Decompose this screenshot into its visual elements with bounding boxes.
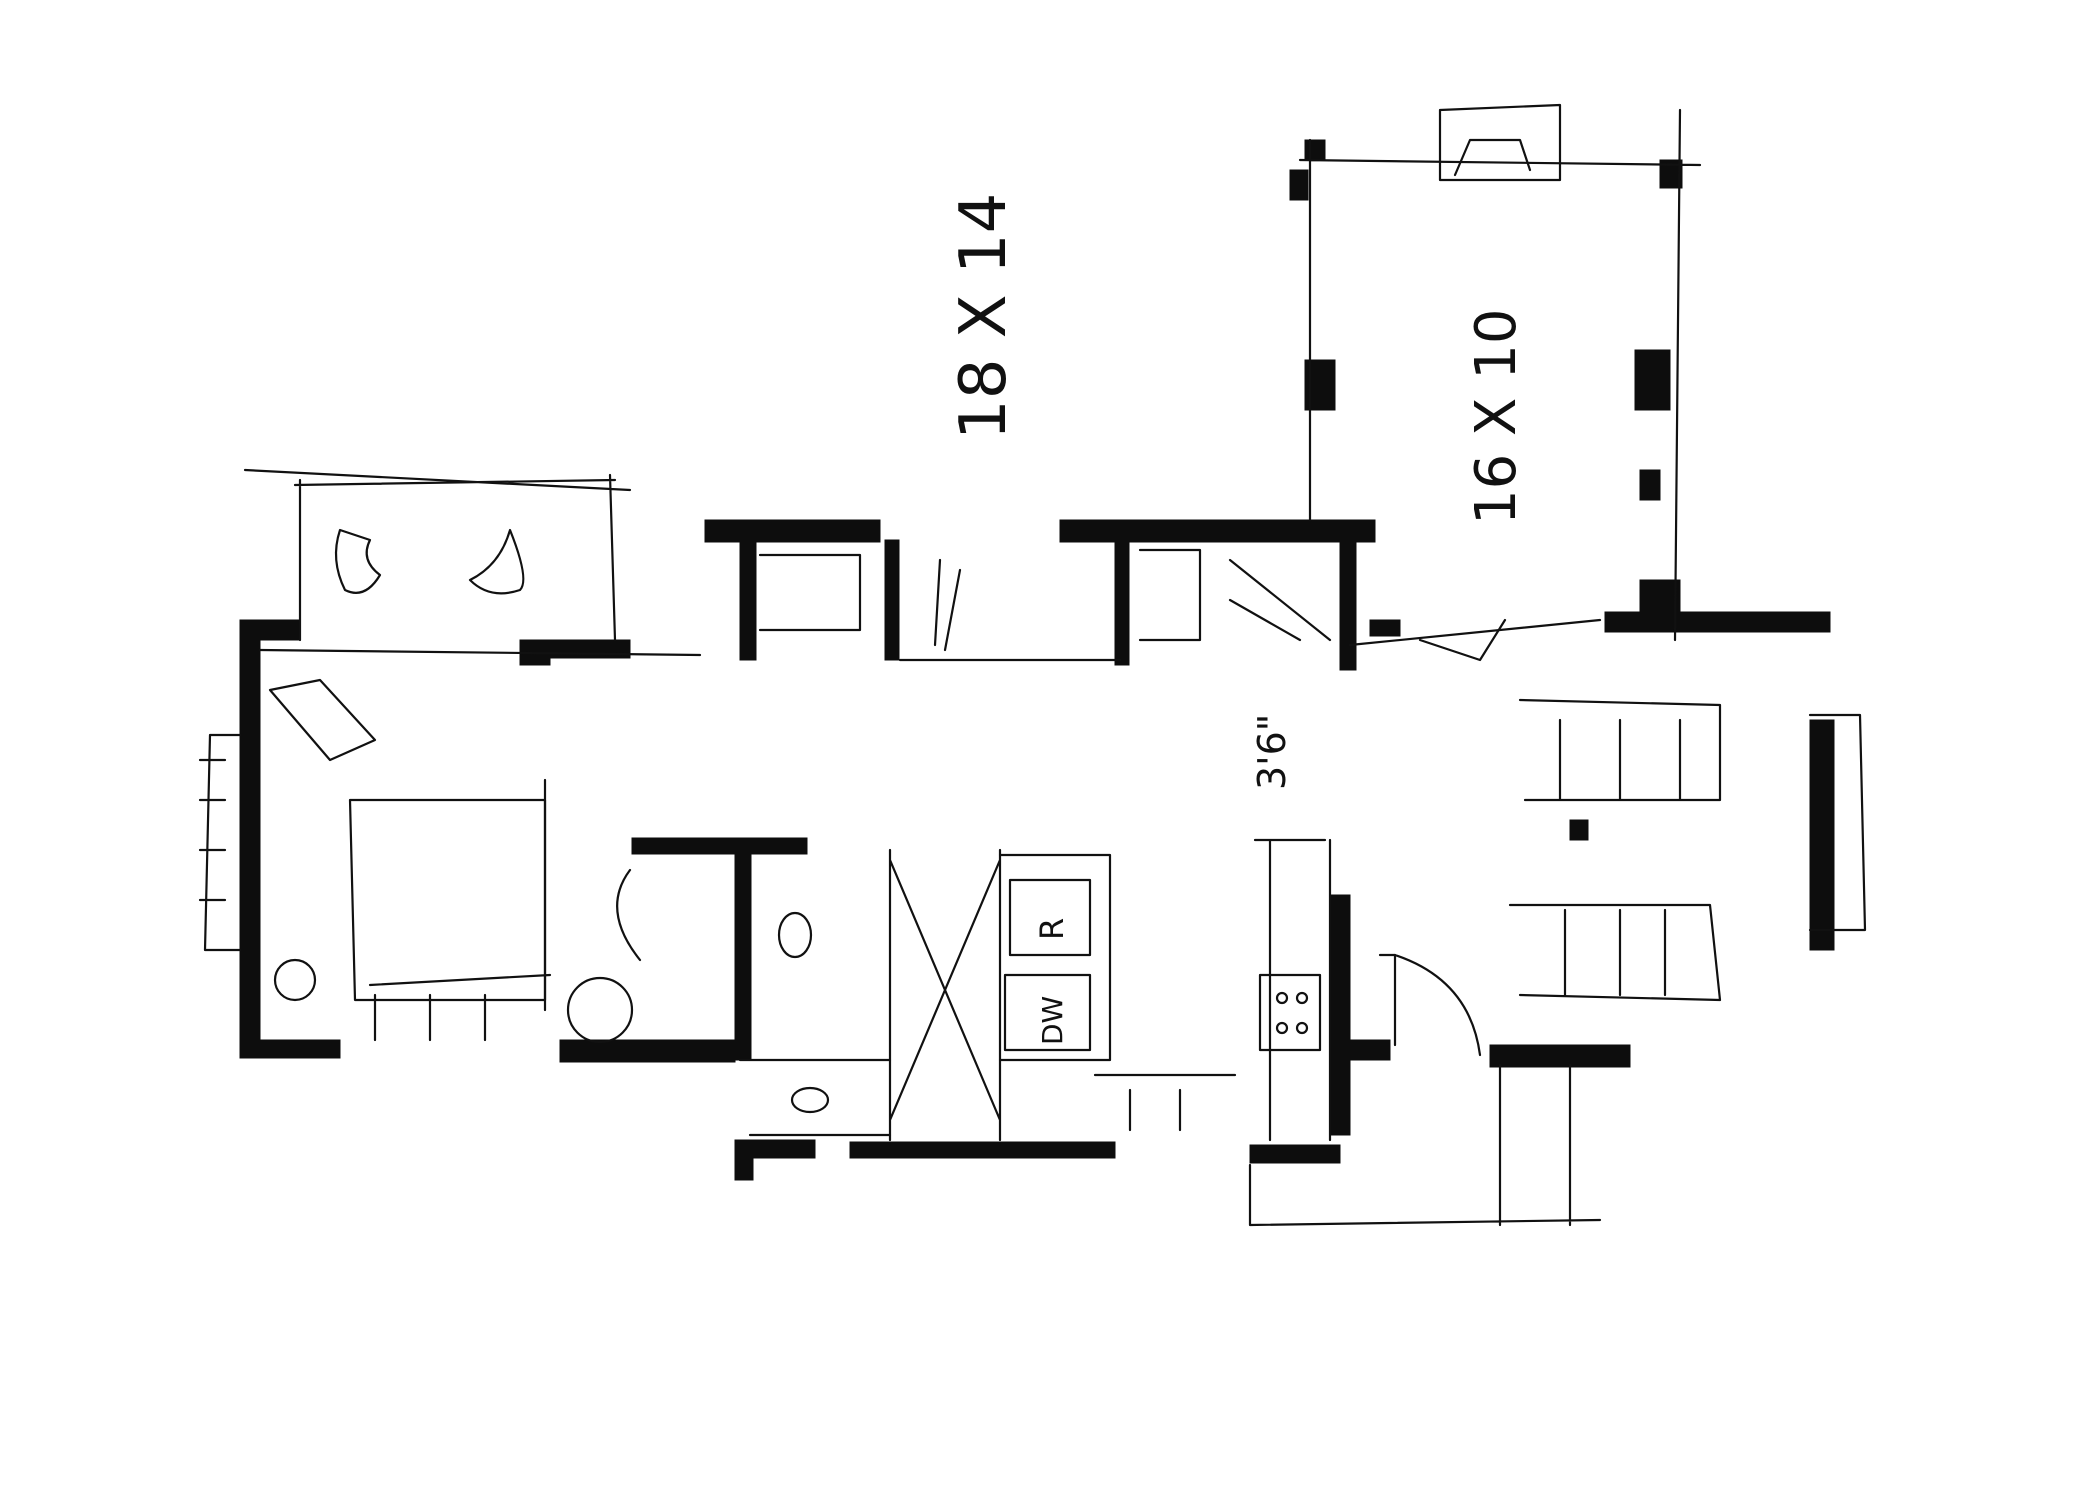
bottom-wall-seg <box>559 1039 736 1063</box>
kitchen-walls-thin <box>1253 838 1332 1142</box>
bath-corner <box>519 644 551 666</box>
bed-frame <box>348 798 547 1002</box>
sketch-lines <box>198 103 1867 1227</box>
stove-box <box>1258 973 1322 1052</box>
tub-round <box>566 976 634 1044</box>
sofa-bottom <box>1508 903 1722 1002</box>
dimension-labels: 18 X 14 16 X 10 3'6" DW R <box>947 193 1529 1045</box>
shower-x <box>888 848 1002 1142</box>
burner-1 <box>1275 991 1289 1005</box>
bath-counters <box>738 1058 892 1137</box>
kitchen-right-wall <box>1329 894 1351 1136</box>
stair-diagonal <box>1228 558 1332 642</box>
stair-line <box>933 558 962 652</box>
corridor-line-top <box>258 648 702 657</box>
burner-2 <box>1295 991 1309 1005</box>
dishwasher-label: DW <box>1036 996 1069 1045</box>
kitchen-bottom-c <box>1249 1144 1341 1164</box>
closet-doors <box>373 993 487 1042</box>
stair-box-a <box>758 553 862 632</box>
center-wall-post-c <box>1114 539 1130 666</box>
right-bottom-wall <box>1489 1044 1631 1068</box>
porch-post-d <box>1644 579 1666 621</box>
wall-stub-r <box>1369 619 1401 637</box>
right-wall <box>1809 719 1835 951</box>
kitchen-island <box>1093 1073 1237 1132</box>
porch-post-b <box>1634 349 1671 411</box>
left-wall <box>239 624 261 1056</box>
porch-post-e <box>1289 169 1309 201</box>
patio-chair-b <box>468 528 525 595</box>
right-top-wall <box>1604 611 1831 633</box>
corridor-line-top-c <box>1348 618 1602 647</box>
porch-fireplace-inner <box>1453 138 1532 177</box>
sink <box>790 1086 830 1114</box>
porch-dimension-label: 18 X 14 <box>947 193 1021 440</box>
burner-4 <box>1295 1021 1309 1035</box>
center-wall-post-b <box>884 539 900 661</box>
center-top-wall-b <box>1059 519 1376 543</box>
fireplace <box>1808 713 1867 932</box>
center-wall-post-d <box>1339 539 1357 671</box>
dishwasher-box <box>1003 973 1092 1052</box>
closet-top-wall <box>631 837 808 855</box>
kitchen-bottom-a <box>734 1139 816 1159</box>
nightstand-lamp <box>273 958 317 1002</box>
center-wall-post-a <box>739 539 757 661</box>
toilet <box>777 911 813 959</box>
stair-box-b <box>1138 548 1202 642</box>
porch-fireplace <box>1438 103 1562 182</box>
bay-mullions <box>198 758 227 902</box>
screened-porch-dimension-label: 16 X 10 <box>1464 309 1529 525</box>
porch-door-swing <box>1418 618 1507 662</box>
fridge-box <box>1008 878 1092 957</box>
sofa-top <box>1518 698 1722 802</box>
kitchen-left-wall <box>734 844 752 1061</box>
hall-dimension-label: 3'6" <box>1250 714 1294 790</box>
porch-post-f <box>1659 159 1683 189</box>
center-top-wall-a <box>704 519 881 543</box>
entry-door-swing <box>1393 953 1482 1057</box>
porch-post-c <box>1639 469 1661 501</box>
bedroom-chair <box>268 678 377 762</box>
bath-door-swing <box>616 868 642 962</box>
bay-window <box>203 733 242 952</box>
kitchen-bottom-b <box>849 1141 1116 1159</box>
bottom-left-wall <box>239 1039 341 1059</box>
burner-3 <box>1275 1021 1289 1035</box>
patio-box <box>243 468 632 642</box>
entry-door <box>1378 953 1397 1047</box>
top-left-wall <box>239 619 301 641</box>
screened-porch-frame <box>1298 108 1702 642</box>
porch-post-g <box>1304 139 1326 161</box>
patio-chair-a <box>334 528 382 594</box>
bed-cover <box>368 973 552 987</box>
refrigerator-label: R <box>1033 918 1071 940</box>
stoop <box>1248 1063 1602 1227</box>
exterior-walls <box>239 139 1835 1181</box>
kitchen-cabinets <box>998 853 1112 1062</box>
entry-post <box>1569 819 1589 841</box>
